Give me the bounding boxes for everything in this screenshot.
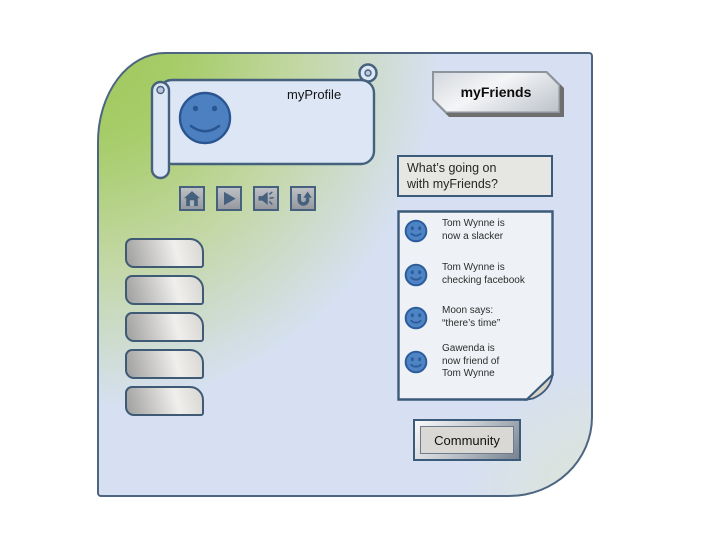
feed-item: Gawenda is now friend of Tom Wynne xyxy=(404,343,542,381)
folded-corner-icon xyxy=(524,372,554,401)
smiley-face-icon xyxy=(178,91,232,145)
myfriends-button[interactable]: myFriends xyxy=(432,71,560,113)
menu-button[interactable] xyxy=(125,238,204,268)
u-turn-button[interactable] xyxy=(290,186,316,211)
menu-button[interactable] xyxy=(125,312,204,342)
feed-item: Tom Wynne is now a slacker xyxy=(404,218,542,243)
profile-scroll-banner xyxy=(150,63,378,180)
u-turn-icon xyxy=(297,191,312,206)
community-button[interactable]: Community xyxy=(413,419,521,461)
feed-item: Tom Wynne is checking facebook xyxy=(404,262,542,287)
feed-item-text: Moon says: “there’s time” xyxy=(442,305,501,329)
home-icon xyxy=(184,190,200,206)
status-header-box: What’s going on with myFriends? xyxy=(397,155,553,197)
scroll-left-roll-icon xyxy=(150,80,171,180)
menu-button-list xyxy=(125,238,204,416)
menu-button[interactable] xyxy=(125,386,204,416)
smiley-face-icon xyxy=(404,219,428,242)
myprofile-label: myProfile xyxy=(287,87,342,102)
menu-button[interactable] xyxy=(125,275,204,305)
smiley-face-icon xyxy=(404,306,428,329)
note-paper xyxy=(397,210,554,401)
nav-toolbar xyxy=(179,186,316,211)
feed-item: Moon says: “there’s time” xyxy=(404,305,542,330)
feed-item-text: Tom Wynne is now a slacker xyxy=(442,218,505,242)
myfriends-button-label: myFriends xyxy=(460,84,532,100)
status-header-text: What’s going on with myFriends? xyxy=(407,161,498,191)
play-button[interactable] xyxy=(216,186,242,211)
myfriends-button-face[interactable]: myFriends xyxy=(432,71,560,113)
speaker-icon xyxy=(258,191,274,205)
smiley-face-icon xyxy=(404,350,428,374)
feed-item-text: Tom Wynne is checking facebook xyxy=(442,262,525,286)
home-button[interactable] xyxy=(179,186,205,211)
smiley-face-icon xyxy=(404,263,428,286)
news-feed-note: Tom Wynne is now a slacker Tom Wynne is … xyxy=(397,210,554,401)
menu-button[interactable] xyxy=(125,349,204,379)
community-button-label: Community xyxy=(434,432,500,448)
play-icon xyxy=(224,191,236,205)
feed-item-text: Gawenda is now friend of Tom Wynne xyxy=(442,343,500,379)
speaker-button[interactable] xyxy=(253,186,279,211)
